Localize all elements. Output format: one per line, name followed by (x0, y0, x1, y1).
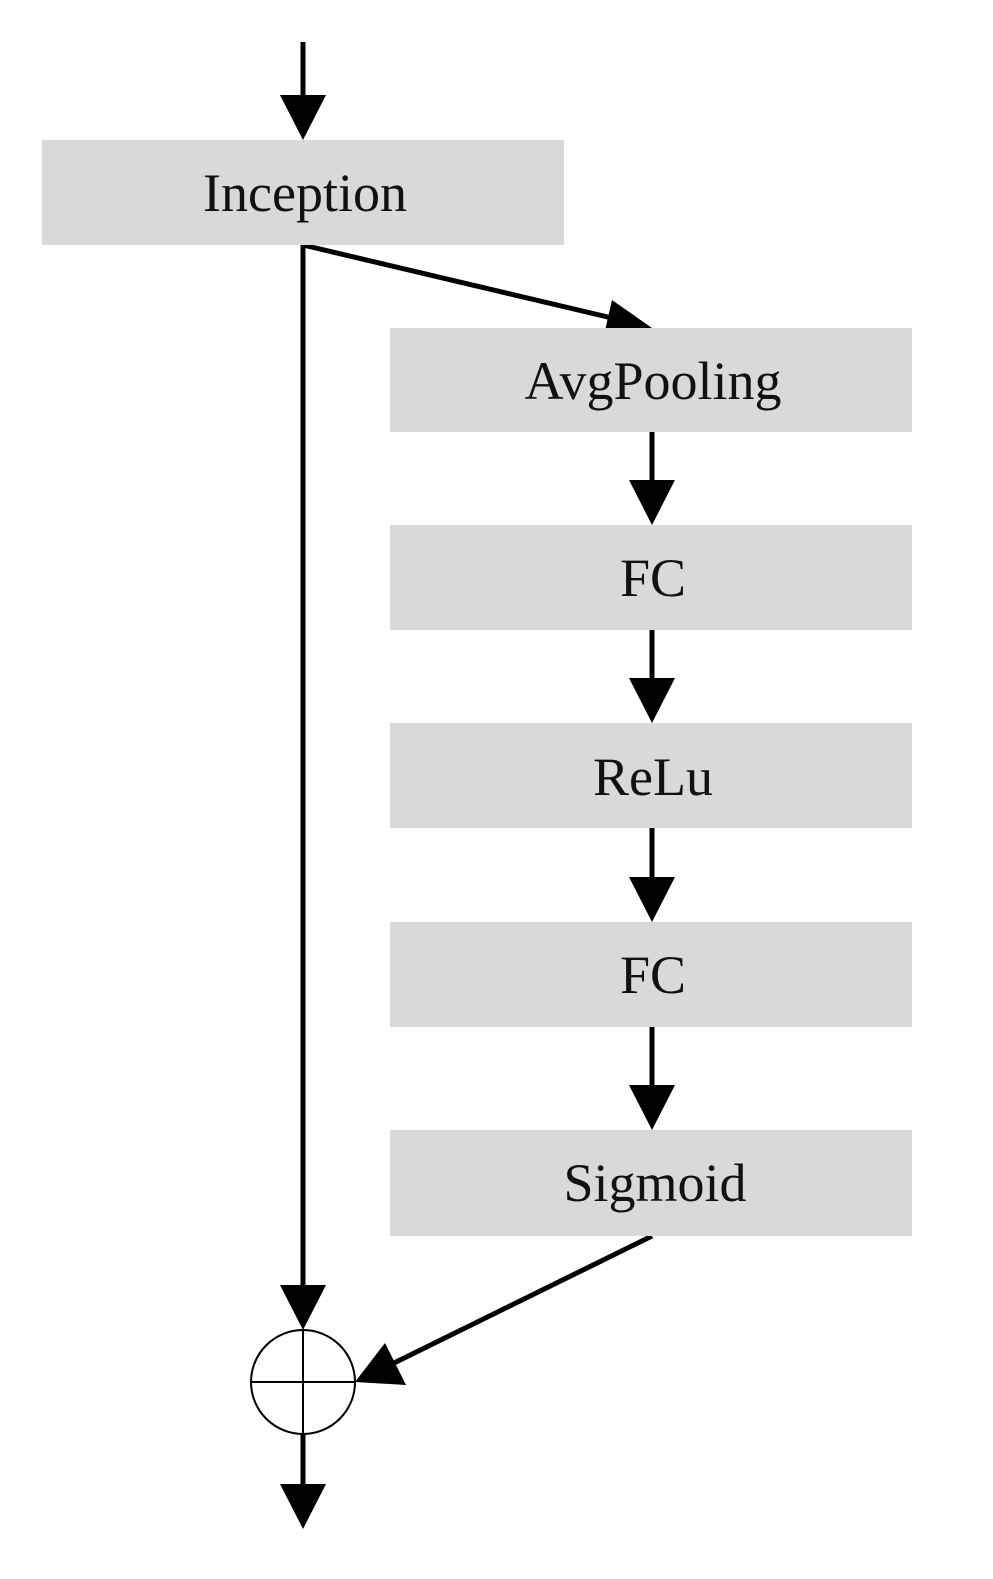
fc-2-label: FC (620, 945, 686, 1005)
fc-block-1-box (390, 525, 912, 630)
relu-label: ReLu (593, 747, 713, 807)
avgpooling-to-fc1-head (629, 480, 675, 525)
avgpooling-block: AvgPooling (390, 328, 912, 432)
circled-plus-icon (250, 1329, 356, 1435)
relu-to-fc2-head (629, 877, 675, 922)
inception-block-box (42, 140, 564, 245)
sigmoid-block: Sigmoid (390, 1130, 912, 1236)
fc-block-2-box (390, 922, 912, 1027)
avgpooling-label: AvgPooling (524, 351, 781, 411)
avgpooling-block-box (390, 328, 912, 432)
fc-block-2: FC (390, 922, 912, 1027)
output-arrow-head (280, 1484, 326, 1529)
fc-block-1: FC (390, 525, 912, 630)
sigmoid-label: Sigmoid (563, 1153, 746, 1213)
fc-1-label: FC (620, 548, 686, 608)
sigmoid-to-sum-head (355, 1343, 406, 1385)
skip-connection-head (280, 1285, 326, 1330)
branch-to-avgpooling-line (302, 242, 613, 321)
fc1-to-relu-head (629, 678, 675, 723)
relu-block: ReLu (390, 723, 912, 828)
sigmoid-to-sum-line (390, 1233, 654, 1367)
relu-block-box (390, 723, 912, 828)
sigmoid-block-box (390, 1130, 912, 1236)
fc2-to-sigmoid-head (629, 1085, 675, 1130)
input-arrow-head (280, 95, 326, 140)
inception-label: Inception (203, 163, 407, 223)
inception-block: Inception (42, 140, 564, 245)
